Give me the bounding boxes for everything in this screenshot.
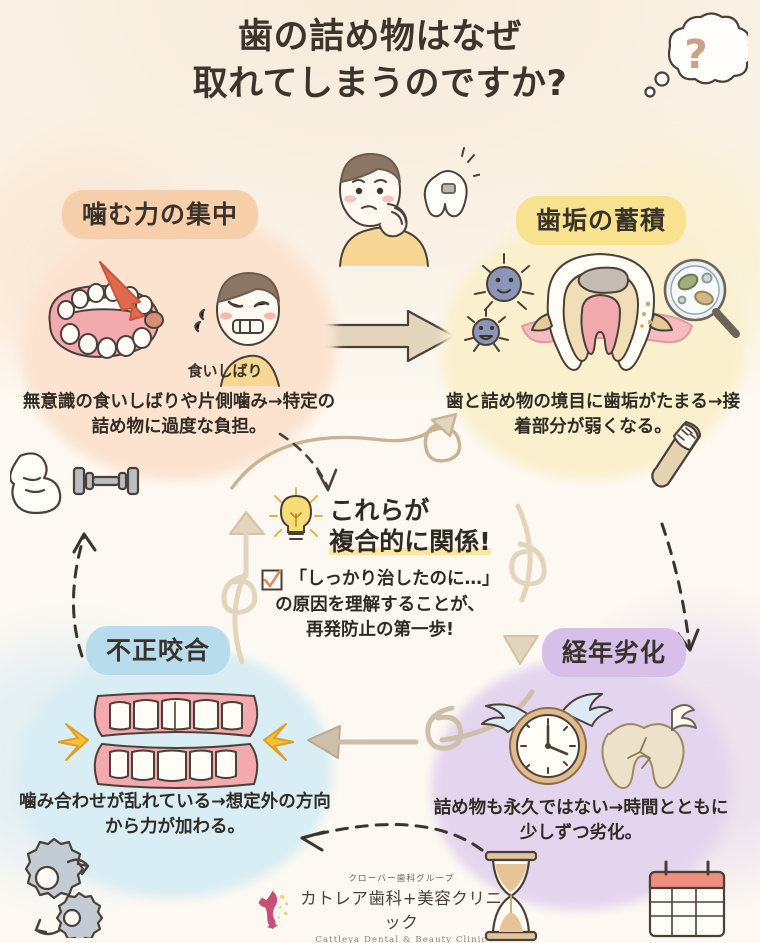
clinic-name-en: Cattleya Dental & Beauty Clinic bbox=[315, 935, 488, 943]
dashed-arrow-left-bottom bbox=[300, 823, 484, 852]
hourglass-icon bbox=[484, 850, 538, 942]
quadrant-badge-label: 噛む力の集中 bbox=[62, 190, 259, 239]
flexed-arm-dumbbell-icon bbox=[10, 452, 140, 514]
loop-arrow-right-down bbox=[503, 503, 547, 665]
thought-bubble-icon: ? bbox=[644, 12, 748, 98]
quadrant-caption: 無意識の食いしばりや片側噛み→特定の詰め物に過度な負担。 bbox=[22, 392, 336, 437]
quadrant-caption: 噛み合わせが乱れている→想定外の方向から力が加わる。 bbox=[19, 792, 331, 837]
title-line-1: 歯の詰め物はなぜ bbox=[237, 17, 522, 57]
clinic-logo: クローバー歯科グループ カトレア歯科+美容クリニック Cattleya Dent… bbox=[255, 872, 505, 943]
tooth-cross-section-icon bbox=[464, 253, 740, 371]
winged-clock-and-cracked-tooth-icon bbox=[481, 692, 697, 790]
center-body-line-1: 「しっかり治したのに…」 bbox=[289, 569, 500, 589]
center-body-line-3: 再発防止の第一歩! bbox=[306, 620, 454, 641]
lightbulb-icon bbox=[269, 487, 324, 540]
teeth-bite-icon bbox=[58, 692, 294, 789]
quadrant-badge-label: 歯垢の蓄積 bbox=[516, 196, 687, 245]
quadrant-caption: 歯と詰め物の境目に歯垢がたまる→接着部分が弱くなる。 bbox=[445, 392, 741, 437]
quadrant-badge-label: 経年劣化 bbox=[542, 628, 687, 677]
loop-arrow-left-up bbox=[221, 511, 265, 665]
clinic-name: カトレア歯科+美容クリニック bbox=[300, 889, 503, 932]
toothbrush-icon bbox=[651, 420, 702, 488]
calendar-icon bbox=[648, 860, 726, 938]
center-body: 「しっかり治したのに…」 の原因を理解することが、 再発防止の第一歩! bbox=[210, 567, 550, 644]
title-line-2: 取れてしまうのですか? bbox=[192, 63, 568, 104]
page-title: 歯の詰め物はなぜ 取れてしまうのですか? bbox=[0, 14, 760, 108]
center-headline-line-2: 複合的に関係! bbox=[329, 526, 491, 556]
worried-person-icon bbox=[339, 147, 480, 267]
pink-flower-logo-icon bbox=[258, 890, 289, 929]
curved-loop-arrow-center bbox=[230, 412, 462, 492]
quadrant-sublabel: 食いしばり bbox=[187, 362, 263, 380]
gears-icon bbox=[24, 838, 104, 938]
clinic-group-name: クローバー歯科グループ bbox=[348, 874, 455, 884]
center-body-row-1: 「しっかり治したのに…」 bbox=[210, 567, 550, 593]
checkbox-checked-icon bbox=[261, 569, 282, 591]
dashed-arrow-up-left bbox=[72, 532, 97, 658]
center-message: これらが 複合的に関係! 「しっかり治したのに…」 の原因を理解することが、 再… bbox=[210, 484, 550, 644]
poster-header: 歯の詰め物はなぜ 取れてしまうのですか? bbox=[0, 14, 760, 108]
thought-question-mark: ? bbox=[684, 32, 707, 78]
center-body-line-2: の原因を理解することが、 bbox=[275, 594, 485, 615]
quadrant-badge-label: 不正咬合 bbox=[86, 626, 231, 675]
center-headline-line-1: これらが bbox=[329, 496, 430, 525]
center-headline: これらが 複合的に関係! bbox=[210, 484, 550, 557]
quadrant-caption: 詰め物も永久ではない→時間とともに少しずつ劣化。 bbox=[433, 798, 729, 843]
